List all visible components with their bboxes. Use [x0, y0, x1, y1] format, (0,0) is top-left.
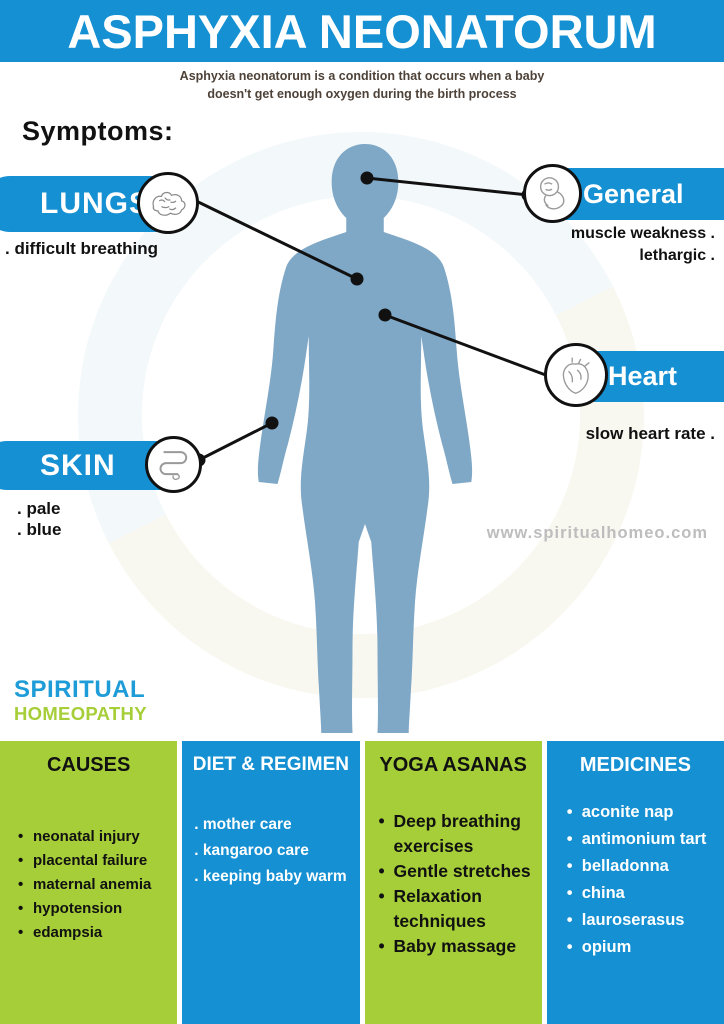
section-title: CAUSES: [46, 754, 131, 776]
section-title: DIET & REGIMEN: [192, 754, 349, 775]
heart-notes: slow heart rate .: [586, 424, 715, 444]
lungs-label: LUNGS: [40, 187, 150, 220]
general-notes: muscle weakness . lethargic .: [571, 223, 715, 267]
medicines-item: antimonium tart: [565, 826, 716, 853]
yoga-item: Relaxation techniques: [377, 884, 534, 934]
brand-logo-line2: HOMEOPATHY: [14, 703, 147, 724]
causes-item: maternal anemia: [16, 873, 169, 897]
website-watermark: www.spiritualhomeo.com: [486, 524, 708, 542]
subtitle-line: Asphyxia neonatorum is a condition that …: [179, 69, 545, 83]
skin-label: SKIN: [40, 449, 116, 482]
medicines-item: belladonna: [565, 853, 716, 880]
subtitle: Asphyxia neonatorum is a condition that …: [0, 67, 724, 103]
page-title: ASPHYXIA NEONATORUM: [67, 4, 657, 58]
yoga-list: Deep breathing exercisesGentle stretches…: [373, 809, 534, 959]
general-organ-badge: [523, 164, 582, 223]
causes-list: neonatal injuryplacental failurematernal…: [8, 825, 169, 945]
title-banner: ASPHYXIA NEONATORUM: [0, 0, 724, 62]
lungs-note: . difficult breathing: [5, 239, 158, 258]
section-medicines: MEDICINES aconite napantimonium tartbell…: [546, 741, 724, 1024]
causes-item: hypotension: [16, 897, 169, 921]
brand-logo: SPIRITUAL HOMEOPATHY: [14, 678, 147, 724]
lungs-organ-badge: [137, 172, 199, 234]
general-note: lethargic .: [639, 247, 715, 264]
skin-notes: . pale . blue: [17, 498, 61, 540]
section-title: MEDICINES: [579, 754, 691, 776]
causes-item: edampsia: [16, 921, 169, 945]
section-yoga: YOGA ASANAS Deep breathing exercisesGent…: [364, 741, 542, 1024]
brand-logo-line1: SPIRITUAL: [14, 676, 146, 703]
medicines-item: lauroserasus: [565, 907, 716, 934]
heart-icon: [562, 357, 590, 395]
medicines-item: aconite nap: [565, 799, 716, 826]
heart-label: Heart: [608, 361, 678, 391]
diet-list: . mother care . kangaroo care . keeping ba…: [190, 812, 351, 890]
causes-item: placental failure: [16, 849, 169, 873]
skin-note: . blue: [17, 520, 62, 539]
heart-note: slow heart rate .: [585, 424, 715, 443]
diet-item: . keeping baby warm: [194, 868, 347, 885]
yoga-item: Deep breathing exercises: [377, 809, 534, 859]
fetus-icon: [540, 177, 565, 210]
subtitle-line: doesn't get enough oxygen during the bir…: [207, 87, 517, 101]
section-diet: DIET & REGIMEN . mother care . kangaroo c…: [182, 741, 360, 1024]
symptoms-heading: Symptoms:: [22, 116, 174, 146]
medicines-item: opium: [565, 934, 716, 961]
diet-item: . mother care: [194, 816, 292, 833]
general-label: General: [583, 179, 684, 209]
medicines-list: aconite napantimonium tartbelladonnachin…: [555, 799, 716, 961]
general-note: muscle weakness .: [570, 225, 715, 242]
causes-item: neonatal injury: [16, 825, 169, 849]
heart-organ-badge: [544, 343, 608, 407]
skin-note: . pale: [17, 499, 61, 518]
info-columns: CAUSES neonatal injuryplacental failurem…: [0, 741, 724, 1024]
human-body-silhouette: [257, 144, 473, 733]
yoga-item: Gentle stretches: [377, 859, 534, 884]
yoga-item: Baby massage: [377, 934, 534, 959]
skin-organ-badge: [145, 436, 202, 493]
diet-item: . kangaroo care: [194, 842, 309, 859]
intestine-icon: [159, 451, 188, 481]
section-title: YOGA ASANAS: [379, 754, 527, 776]
medicines-item: china: [565, 880, 716, 907]
brain-icon: [152, 191, 186, 216]
lungs-notes: . difficult breathing: [5, 239, 158, 259]
section-causes: CAUSES neonatal injuryplacental failurem…: [0, 741, 178, 1024]
